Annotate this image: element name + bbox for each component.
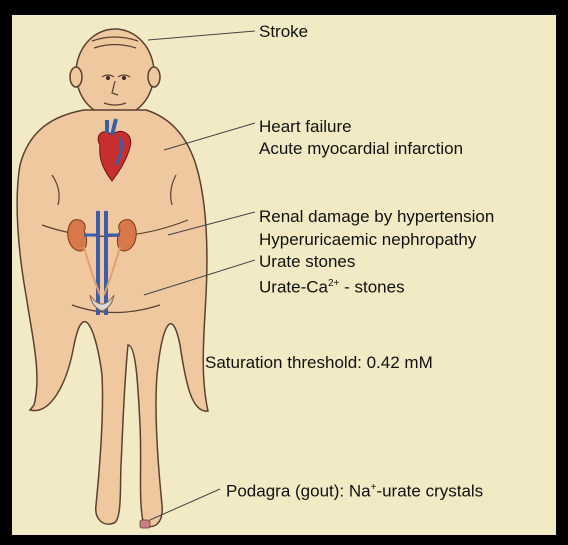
label-urate-ca-stones: Urate-Ca2+ - stones (259, 273, 405, 298)
label-saturation-threshold: Saturation threshold: 0.42 mM (205, 352, 433, 373)
label-heart-failure: Heart failure (259, 116, 352, 137)
label-hyperuricaemic: Hyperuricaemic nephropathy (259, 229, 476, 250)
label-urate-stones: Urate stones (259, 251, 355, 272)
label-stroke: Stroke (259, 21, 308, 42)
diagram-frame: Stroke Heart failure Acute myocardial in… (12, 15, 556, 535)
label-renal-damage: Renal damage by hypertension (259, 206, 494, 227)
label-acute-mi: Acute myocardial infarction (259, 138, 463, 159)
label-podagra: Podagra (gout): Na+-urate crystals (226, 477, 483, 502)
